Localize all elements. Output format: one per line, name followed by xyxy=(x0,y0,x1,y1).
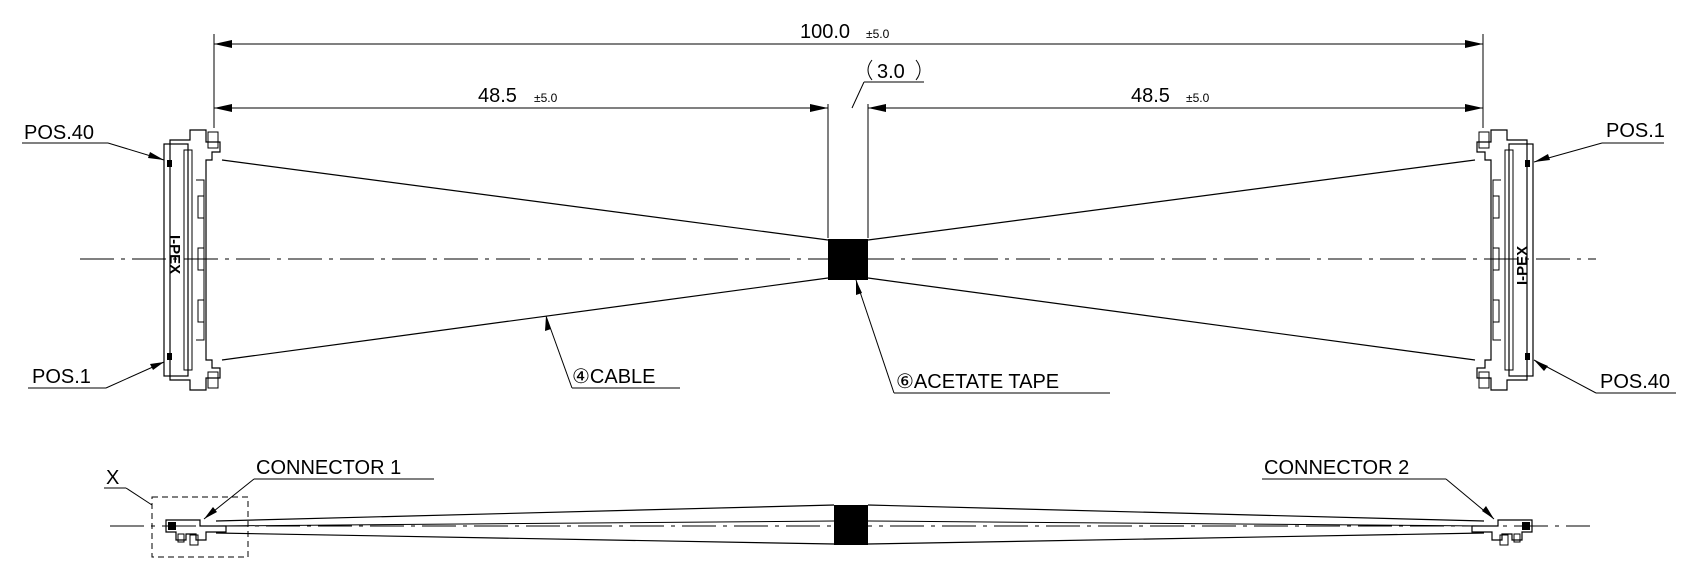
label-connector2: CONNECTOR 2 xyxy=(1262,457,1495,520)
svg-text:POS.40: POS.40 xyxy=(1600,371,1670,393)
brand-left: I-PEX xyxy=(166,235,183,274)
svg-text:④CABLE: ④CABLE xyxy=(572,366,656,388)
connector-left-side-view xyxy=(165,519,227,546)
label-pos1-left: POS.1 xyxy=(28,361,165,389)
svg-text:⑥ACETATE TAPE: ⑥ACETATE TAPE xyxy=(896,371,1059,393)
dimension-left-section: 48.5 ±5.0 xyxy=(214,85,828,112)
dimension-left-tolerance: ±5.0 xyxy=(534,91,558,105)
label-pos40-left: POS.40 xyxy=(22,122,165,161)
label-cable: ④CABLE xyxy=(545,315,680,389)
connector-left-top-view: I-PEX xyxy=(163,129,221,391)
dimension-right-tolerance: ±5.0 xyxy=(1186,91,1210,105)
dimension-right-section: 48.5 ±5.0 xyxy=(868,85,1483,112)
connector-right-side-view xyxy=(1471,519,1533,546)
label-acetate-tape: ⑥ACETATE TAPE xyxy=(855,279,1110,394)
label-connector1: CONNECTOR 1 xyxy=(203,457,434,520)
detail-x-box: X xyxy=(104,467,249,558)
dimension-right-value: 48.5 xyxy=(1131,85,1170,107)
dimension-overall-tolerance: ±5.0 xyxy=(866,27,890,41)
cable-top-view xyxy=(221,159,1476,361)
dimension-left-value: 48.5 xyxy=(478,85,517,107)
svg-text:X: X xyxy=(106,467,119,489)
svg-text:CONNECTOR 1: CONNECTOR 1 xyxy=(256,457,401,479)
svg-text:POS.1: POS.1 xyxy=(32,366,91,388)
cable-side-view xyxy=(215,504,1485,545)
dimension-tape-value: 3.0 xyxy=(877,61,905,83)
dimension-tape-width: 3.0 xyxy=(851,59,924,109)
svg-text:POS.40: POS.40 xyxy=(24,122,94,144)
connector-right-top-view: I-PEX xyxy=(1476,129,1534,391)
svg-text:POS.1: POS.1 xyxy=(1606,120,1665,142)
label-pos40-right: POS.40 xyxy=(1533,359,1676,394)
acetate-tape-block xyxy=(828,239,868,280)
brand-right: I-PEX xyxy=(1514,246,1531,285)
dimension-overall-value: 100.0 xyxy=(800,21,850,43)
dimension-overall: 100.0 ±5.0 xyxy=(214,21,1483,48)
svg-text:CONNECTOR 2: CONNECTOR 2 xyxy=(1264,457,1409,479)
label-pos1-right: POS.1 xyxy=(1533,120,1665,163)
